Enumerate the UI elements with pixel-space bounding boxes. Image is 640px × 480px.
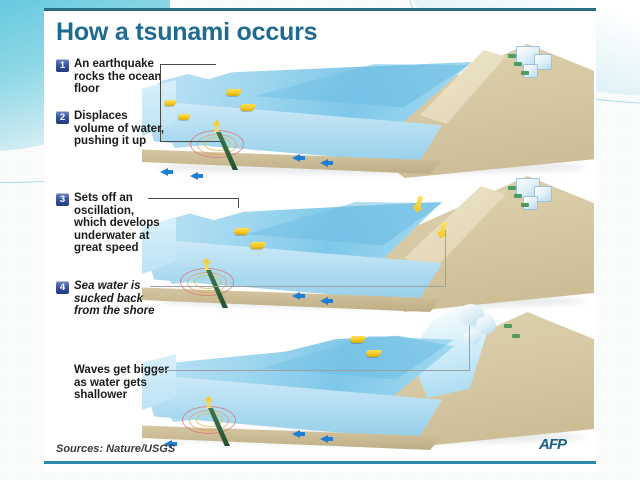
step-text: Sea water is sucked back from the shore [74, 280, 155, 318]
tectonic-arrow [326, 161, 333, 165]
earthquake-ring-inner [194, 275, 221, 289]
shoreline-vegetation [521, 71, 529, 75]
infographic-top-rule [44, 8, 596, 11]
shoreline-vegetation [508, 54, 516, 58]
step-number-badge: 1 [56, 59, 69, 72]
tectonic-arrow [298, 156, 305, 160]
earthquake-ring-mid [197, 134, 237, 155]
sources-label: Sources: Nature/USGS [56, 443, 176, 455]
earthquake-ring-inner [204, 137, 231, 151]
tectonic-arrow [326, 437, 333, 441]
leader-line-final [469, 326, 471, 371]
leader-line-step-3 [238, 198, 239, 208]
leader-line-step-3 [148, 198, 238, 199]
tectonic-arrow [190, 172, 198, 180]
leader-line-step-1 [160, 141, 222, 142]
tectonic-arrow [164, 440, 172, 448]
tectonic-arrow [170, 442, 177, 446]
tectonic-arrow [326, 299, 333, 303]
afp-logo: AFP [539, 436, 567, 453]
tectonic-arrow [320, 159, 328, 167]
final-caption: Waves get bigger as water gets shallower [56, 364, 169, 402]
leader-line-step-1 [160, 64, 216, 65]
earthquake-ring-mid [189, 410, 229, 431]
coastal-buildings [534, 54, 552, 70]
step-text: An earthquake rocks the ocean floor [74, 58, 162, 96]
tectonic-arrow [166, 170, 173, 174]
step-number-badge: 3 [56, 193, 69, 206]
tectonic-arrow [196, 174, 203, 178]
tectonic-arrow [292, 292, 300, 300]
tsunami-infographic: How a tsunami occurs [44, 8, 596, 471]
shoreline-vegetation [504, 324, 512, 328]
panel-earthquake-displaces-water [142, 44, 594, 184]
wave-foam [476, 316, 496, 334]
shoreline-vegetation [508, 186, 516, 190]
step-number-badge: 2 [56, 111, 69, 124]
shoreline-vegetation [512, 334, 520, 338]
step-1-caption: 1 An earthquake rocks the ocean floor [56, 58, 169, 96]
tectonic-arrow [298, 432, 305, 436]
shoreline-vegetation [514, 62, 522, 66]
page-title: How a tsunami occurs [56, 18, 318, 46]
step-2-caption: 2 Displaces volume of water, pushing it … [56, 110, 169, 148]
step-text: Sets off an oscillation, which develops … [74, 192, 160, 255]
leader-line-step-4 [445, 230, 447, 287]
leader-line-final [156, 370, 470, 372]
tectonic-arrow [298, 294, 305, 298]
step-number-badge: 4 [56, 281, 69, 294]
step-text: Displaces volume of water, pushing it up [74, 110, 165, 148]
tectonic-arrow [320, 435, 328, 443]
wave-foam [464, 330, 481, 345]
infographic-bottom-rule [44, 461, 596, 464]
leader-line-step-1 [160, 64, 161, 142]
shoreline-vegetation [514, 194, 522, 198]
tectonic-arrow [160, 168, 168, 176]
earthquake-ring-mid [187, 272, 227, 293]
tectonic-arrow [292, 430, 300, 438]
tectonic-arrow [292, 154, 300, 162]
panel-oscillation-and-water-withdrawal [142, 176, 594, 318]
final-caption-text: Waves get bigger as water gets shallower [74, 364, 169, 402]
step-3-caption: 3 Sets off an oscillation, which develop… [56, 192, 169, 255]
earthquake-ring-inner [196, 413, 223, 427]
panel-waves-grow-in-shallow-water [142, 304, 594, 454]
step-4-caption: 4 Sea water is sucked back from the shor… [56, 280, 169, 318]
coastal-buildings [534, 186, 552, 202]
leader-line-step-4 [150, 286, 446, 288]
tectonic-arrow [320, 297, 328, 305]
shoreline-vegetation [521, 203, 529, 207]
